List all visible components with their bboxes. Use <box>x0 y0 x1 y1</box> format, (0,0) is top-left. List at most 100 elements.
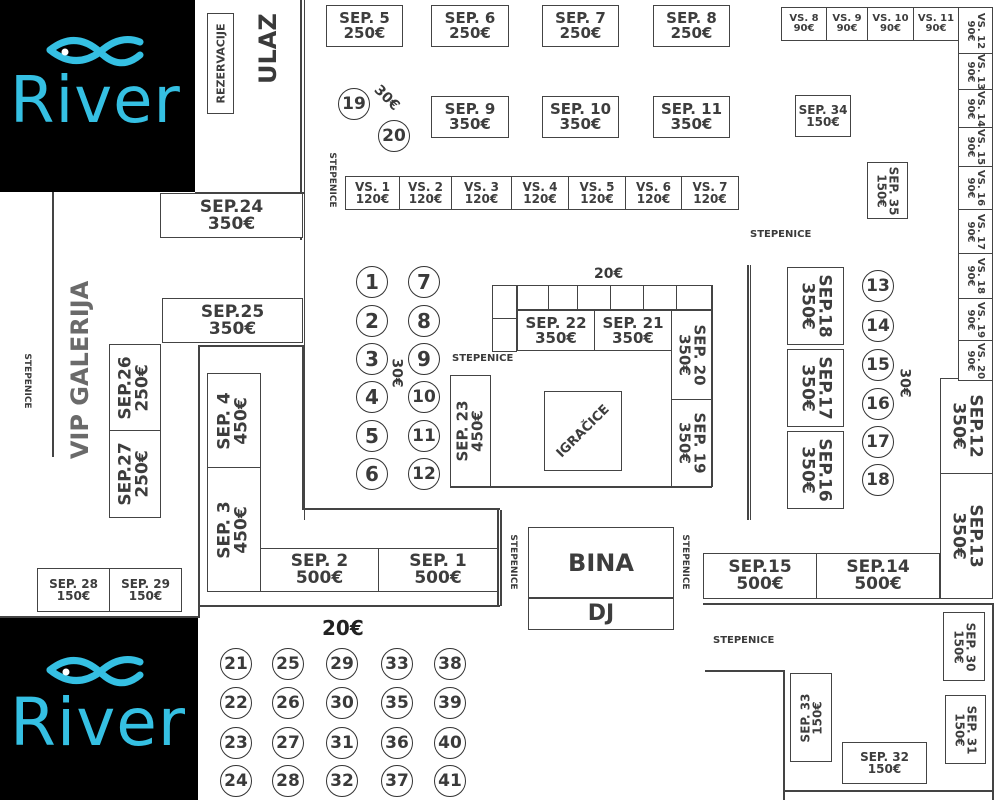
round-table-12[interactable]: 12 <box>408 458 440 490</box>
round-table-35[interactable]: 35 <box>381 687 413 719</box>
round-table-32[interactable]: 32 <box>326 765 358 797</box>
round-table-8[interactable]: 8 <box>408 305 440 337</box>
round-table-1[interactable]: 1 <box>356 266 388 298</box>
round-table-14[interactable]: 14 <box>862 310 894 342</box>
round-table-10[interactable]: 10 <box>408 381 440 413</box>
round-table-28[interactable]: 28 <box>272 765 304 797</box>
standing-cell[interactable] <box>676 285 712 310</box>
round-table-2[interactable]: 2 <box>356 305 388 337</box>
round-table-30[interactable]: 30 <box>326 687 358 719</box>
round-table-33[interactable]: 33 <box>381 648 413 680</box>
round-table-37[interactable]: 37 <box>381 765 413 797</box>
round-table-3[interactable]: 3 <box>356 343 388 375</box>
round-table-19[interactable]: 19 <box>338 88 370 120</box>
round-table-36[interactable]: 36 <box>381 727 413 759</box>
round-table-25[interactable]: 25 <box>272 648 304 680</box>
round-table-7[interactable]: 7 <box>408 266 440 298</box>
round-table-6[interactable]: 6 <box>356 458 388 490</box>
round-table-17[interactable]: 17 <box>862 426 894 458</box>
round-table-24[interactable]: 24 <box>220 765 252 797</box>
round-table-39[interactable]: 39 <box>434 687 466 719</box>
standing-cell[interactable] <box>492 318 517 352</box>
round-table-16[interactable]: 16 <box>862 388 894 420</box>
round-table-41[interactable]: 41 <box>434 765 466 797</box>
round-table-26[interactable]: 26 <box>272 687 304 719</box>
round-table-27[interactable]: 27 <box>272 727 304 759</box>
round-table-9[interactable]: 9 <box>408 343 440 375</box>
standing-cell[interactable] <box>643 285 677 310</box>
round-table-40[interactable]: 40 <box>434 727 466 759</box>
round-table-23[interactable]: 23 <box>220 727 252 759</box>
round-table-15[interactable]: 15 <box>862 349 894 381</box>
round-table-11[interactable]: 11 <box>408 420 440 452</box>
standing-cell[interactable] <box>517 285 549 310</box>
round-table-31[interactable]: 31 <box>326 727 358 759</box>
round-table-29[interactable]: 29 <box>326 648 358 680</box>
standing-cell[interactable] <box>548 285 578 310</box>
round-table-22[interactable]: 22 <box>220 687 252 719</box>
round-table-5[interactable]: 5 <box>356 420 388 452</box>
round-table-18[interactable]: 18 <box>862 464 894 496</box>
round-table-38[interactable]: 38 <box>434 648 466 680</box>
round-table-13[interactable]: 13 <box>862 270 894 302</box>
standing-cell[interactable] <box>577 285 611 310</box>
round-table-4[interactable]: 4 <box>356 381 388 413</box>
standing-cell[interactable] <box>610 285 644 310</box>
round-table-21[interactable]: 21 <box>220 648 252 680</box>
round-table-20[interactable]: 20 <box>378 120 410 152</box>
